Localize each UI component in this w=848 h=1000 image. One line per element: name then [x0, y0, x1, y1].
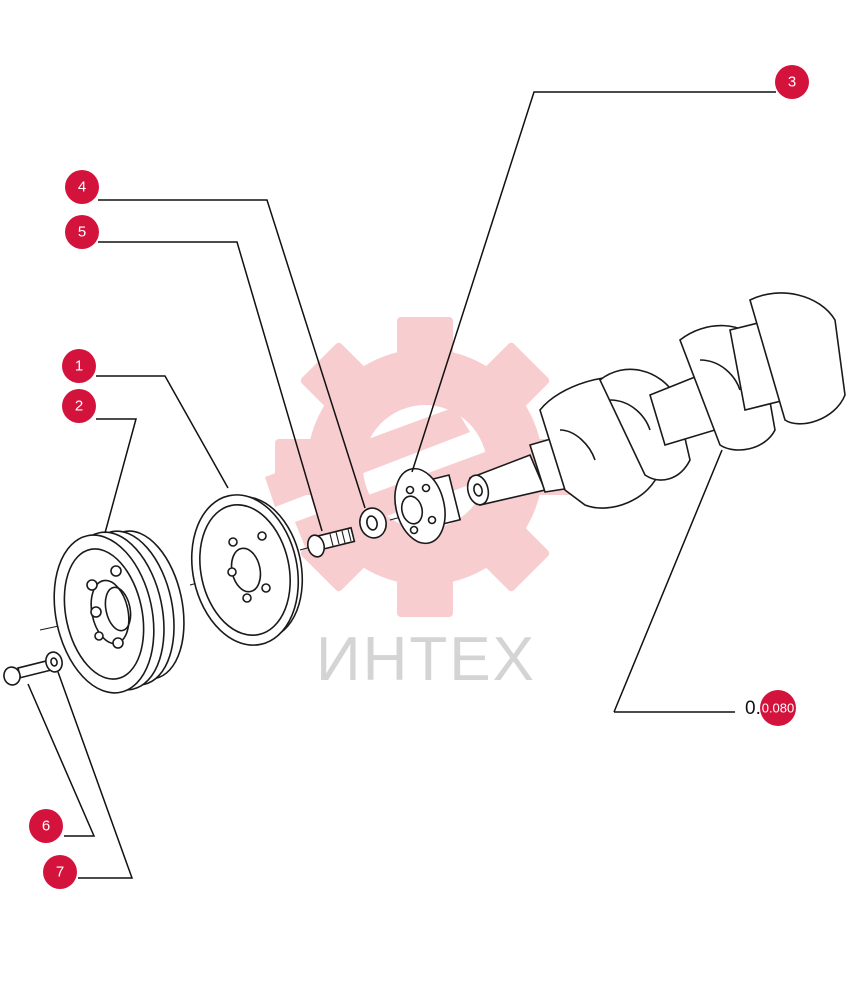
- leader-1: [96, 375, 229, 489]
- callout-1[interactable]: 1: [62, 349, 96, 383]
- callout-5-label: 5: [78, 224, 86, 241]
- leader-4: [98, 199, 366, 509]
- watermark-text: ИНТЕХ: [316, 625, 536, 694]
- leader-3: [411, 91, 776, 473]
- crankshaft-pulley: [190, 494, 304, 646]
- callout-4-label: 4: [78, 179, 86, 196]
- leader-ref-diag: [613, 449, 723, 713]
- callout-5[interactable]: 5: [65, 215, 99, 249]
- leader-5: [98, 241, 323, 532]
- callout-6[interactable]: 6: [29, 809, 63, 843]
- leader-7: [57, 671, 134, 879]
- pulley-washer: [45, 651, 63, 673]
- callout-2-label: 2: [75, 398, 83, 415]
- callout-3-label: 3: [788, 74, 796, 91]
- callout-7[interactable]: 7: [43, 855, 77, 889]
- double-groove-pulley: [53, 530, 185, 694]
- leader-6: [27, 683, 96, 837]
- reference-callout[interactable]: 0. 0.080: [745, 690, 796, 726]
- crankshaft-hub: [394, 467, 462, 545]
- callout-3[interactable]: 3: [775, 65, 809, 99]
- leader-2: [96, 418, 137, 534]
- reference-suffix: 0.080: [762, 701, 795, 716]
- callout-6-label: 6: [42, 818, 50, 835]
- reference-prefix: 0.: [745, 698, 761, 719]
- pulley-bolt: [3, 659, 51, 686]
- callout-7-label: 7: [56, 864, 64, 881]
- leader-lines: [27, 91, 776, 879]
- callout-2[interactable]: 2: [62, 389, 96, 423]
- callout-1-label: 1: [75, 358, 83, 375]
- callout-4[interactable]: 4: [65, 170, 99, 204]
- hub-bolt: [306, 526, 356, 558]
- crankshaft: [466, 292, 846, 509]
- washer: [359, 507, 387, 539]
